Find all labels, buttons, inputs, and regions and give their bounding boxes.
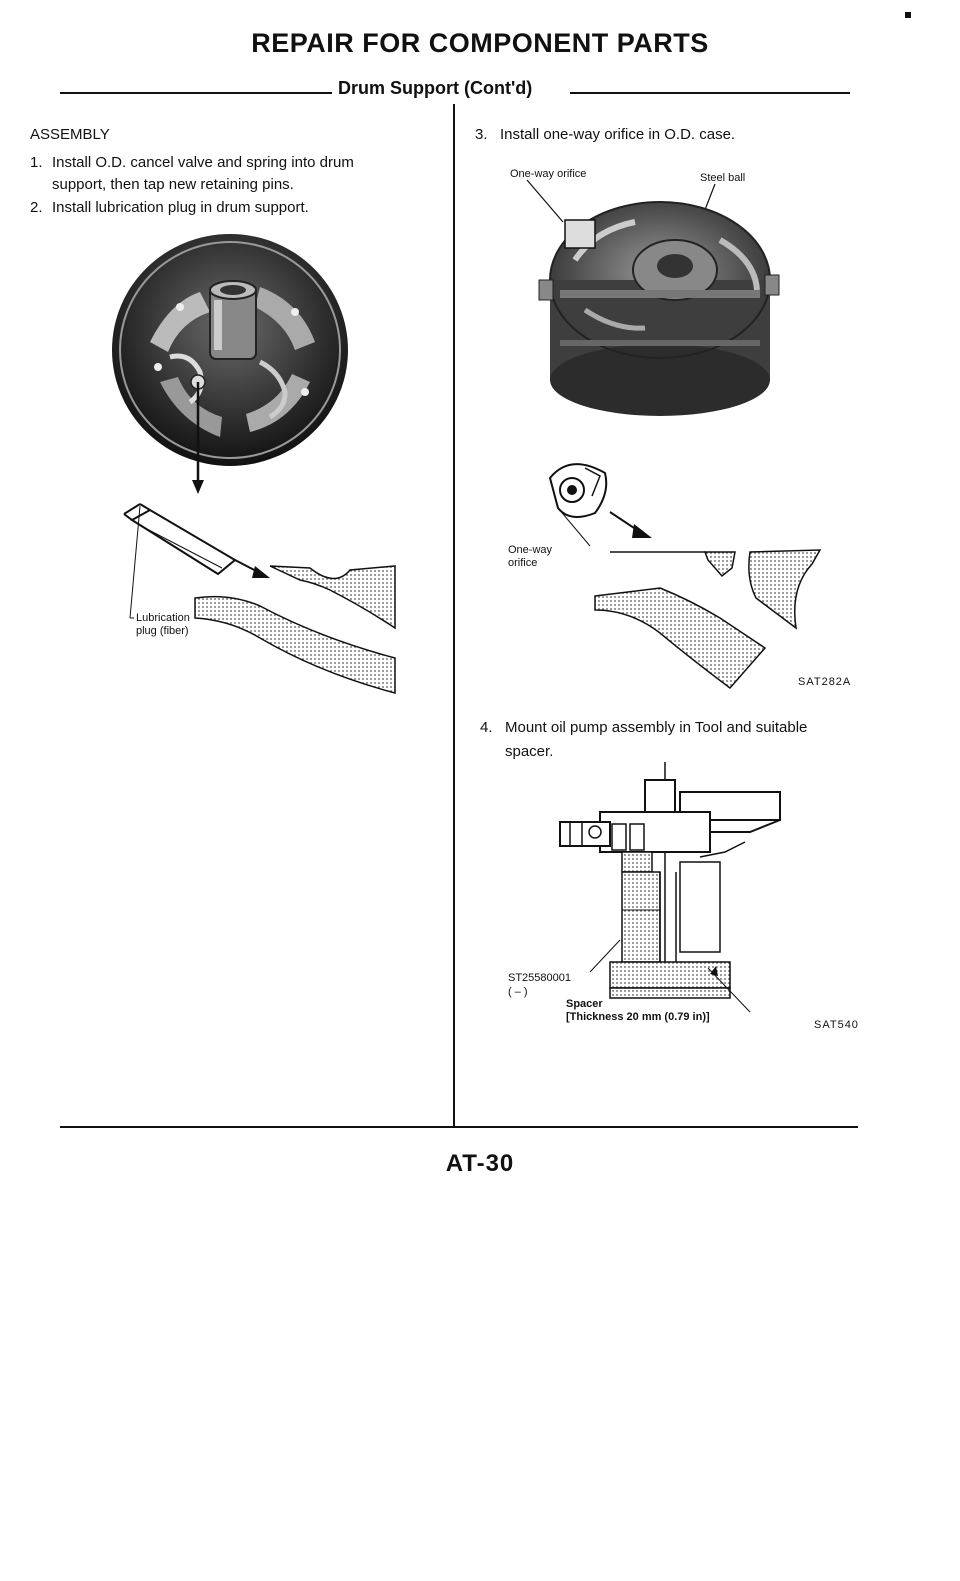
lubrication-label-line-1: Lubrication (136, 612, 190, 624)
figure-code-sat282a: SAT282A (798, 676, 852, 688)
step-4-line-1: Mount oil pump assembly in Tool and suit… (505, 719, 808, 736)
page-number: AT-30 (445, 1150, 515, 1177)
tool-number-label: ST25580001 (508, 972, 571, 984)
od-case-photo (526, 179, 780, 416)
page-title: REPAIR FOR COMPONENT PARTS (251, 28, 709, 58)
step-2-line-1: Install lubrication plug in drum support… (52, 199, 309, 216)
orifice-detail-diagram (548, 463, 822, 690)
oil-pump-tool-diagram (559, 762, 781, 1013)
orifice-detail-label-line-1: One-way (508, 544, 553, 556)
tool-number-sub: ( – ) (508, 986, 528, 998)
step-3-text: Install one-way orifice in O.D. case. (500, 126, 736, 143)
lubrication-plug-diagram (123, 503, 396, 694)
page-corner-mark (905, 12, 911, 18)
one-way-orifice-label: One-way orifice (510, 168, 587, 180)
step-4-line-2: spacer. (505, 743, 554, 760)
column-divider (453, 104, 455, 1128)
lubrication-label-line-2: plug (fiber) (136, 625, 189, 637)
header-rule-left (60, 92, 332, 94)
step-3-number: 3. (475, 126, 488, 143)
step-1-line-1: Install O.D. cancel valve and spring int… (52, 154, 354, 171)
spacer-label: Spacer (566, 998, 603, 1010)
spacer-thickness-label: [Thickness 20 mm (0.79 in)] (566, 1011, 710, 1023)
step-4-number: 4. (480, 719, 493, 736)
orifice-detail-label-line-2: orifice (508, 557, 538, 569)
step-1-number: 1. (30, 154, 43, 171)
step-2-number: 2. (30, 199, 43, 216)
assembly-heading: ASSEMBLY (30, 126, 110, 143)
section-subtitle: Drum Support (Cont'd) (338, 78, 533, 98)
footer-rule (60, 1126, 858, 1128)
steel-ball-label: Steel ball (700, 172, 746, 184)
step-1-line-2: support, then tap new retaining pins. (52, 176, 294, 193)
header-rule-right (570, 92, 850, 94)
figure-code-sat540: SAT540 (814, 1019, 859, 1031)
drum-support-photo (112, 234, 348, 494)
